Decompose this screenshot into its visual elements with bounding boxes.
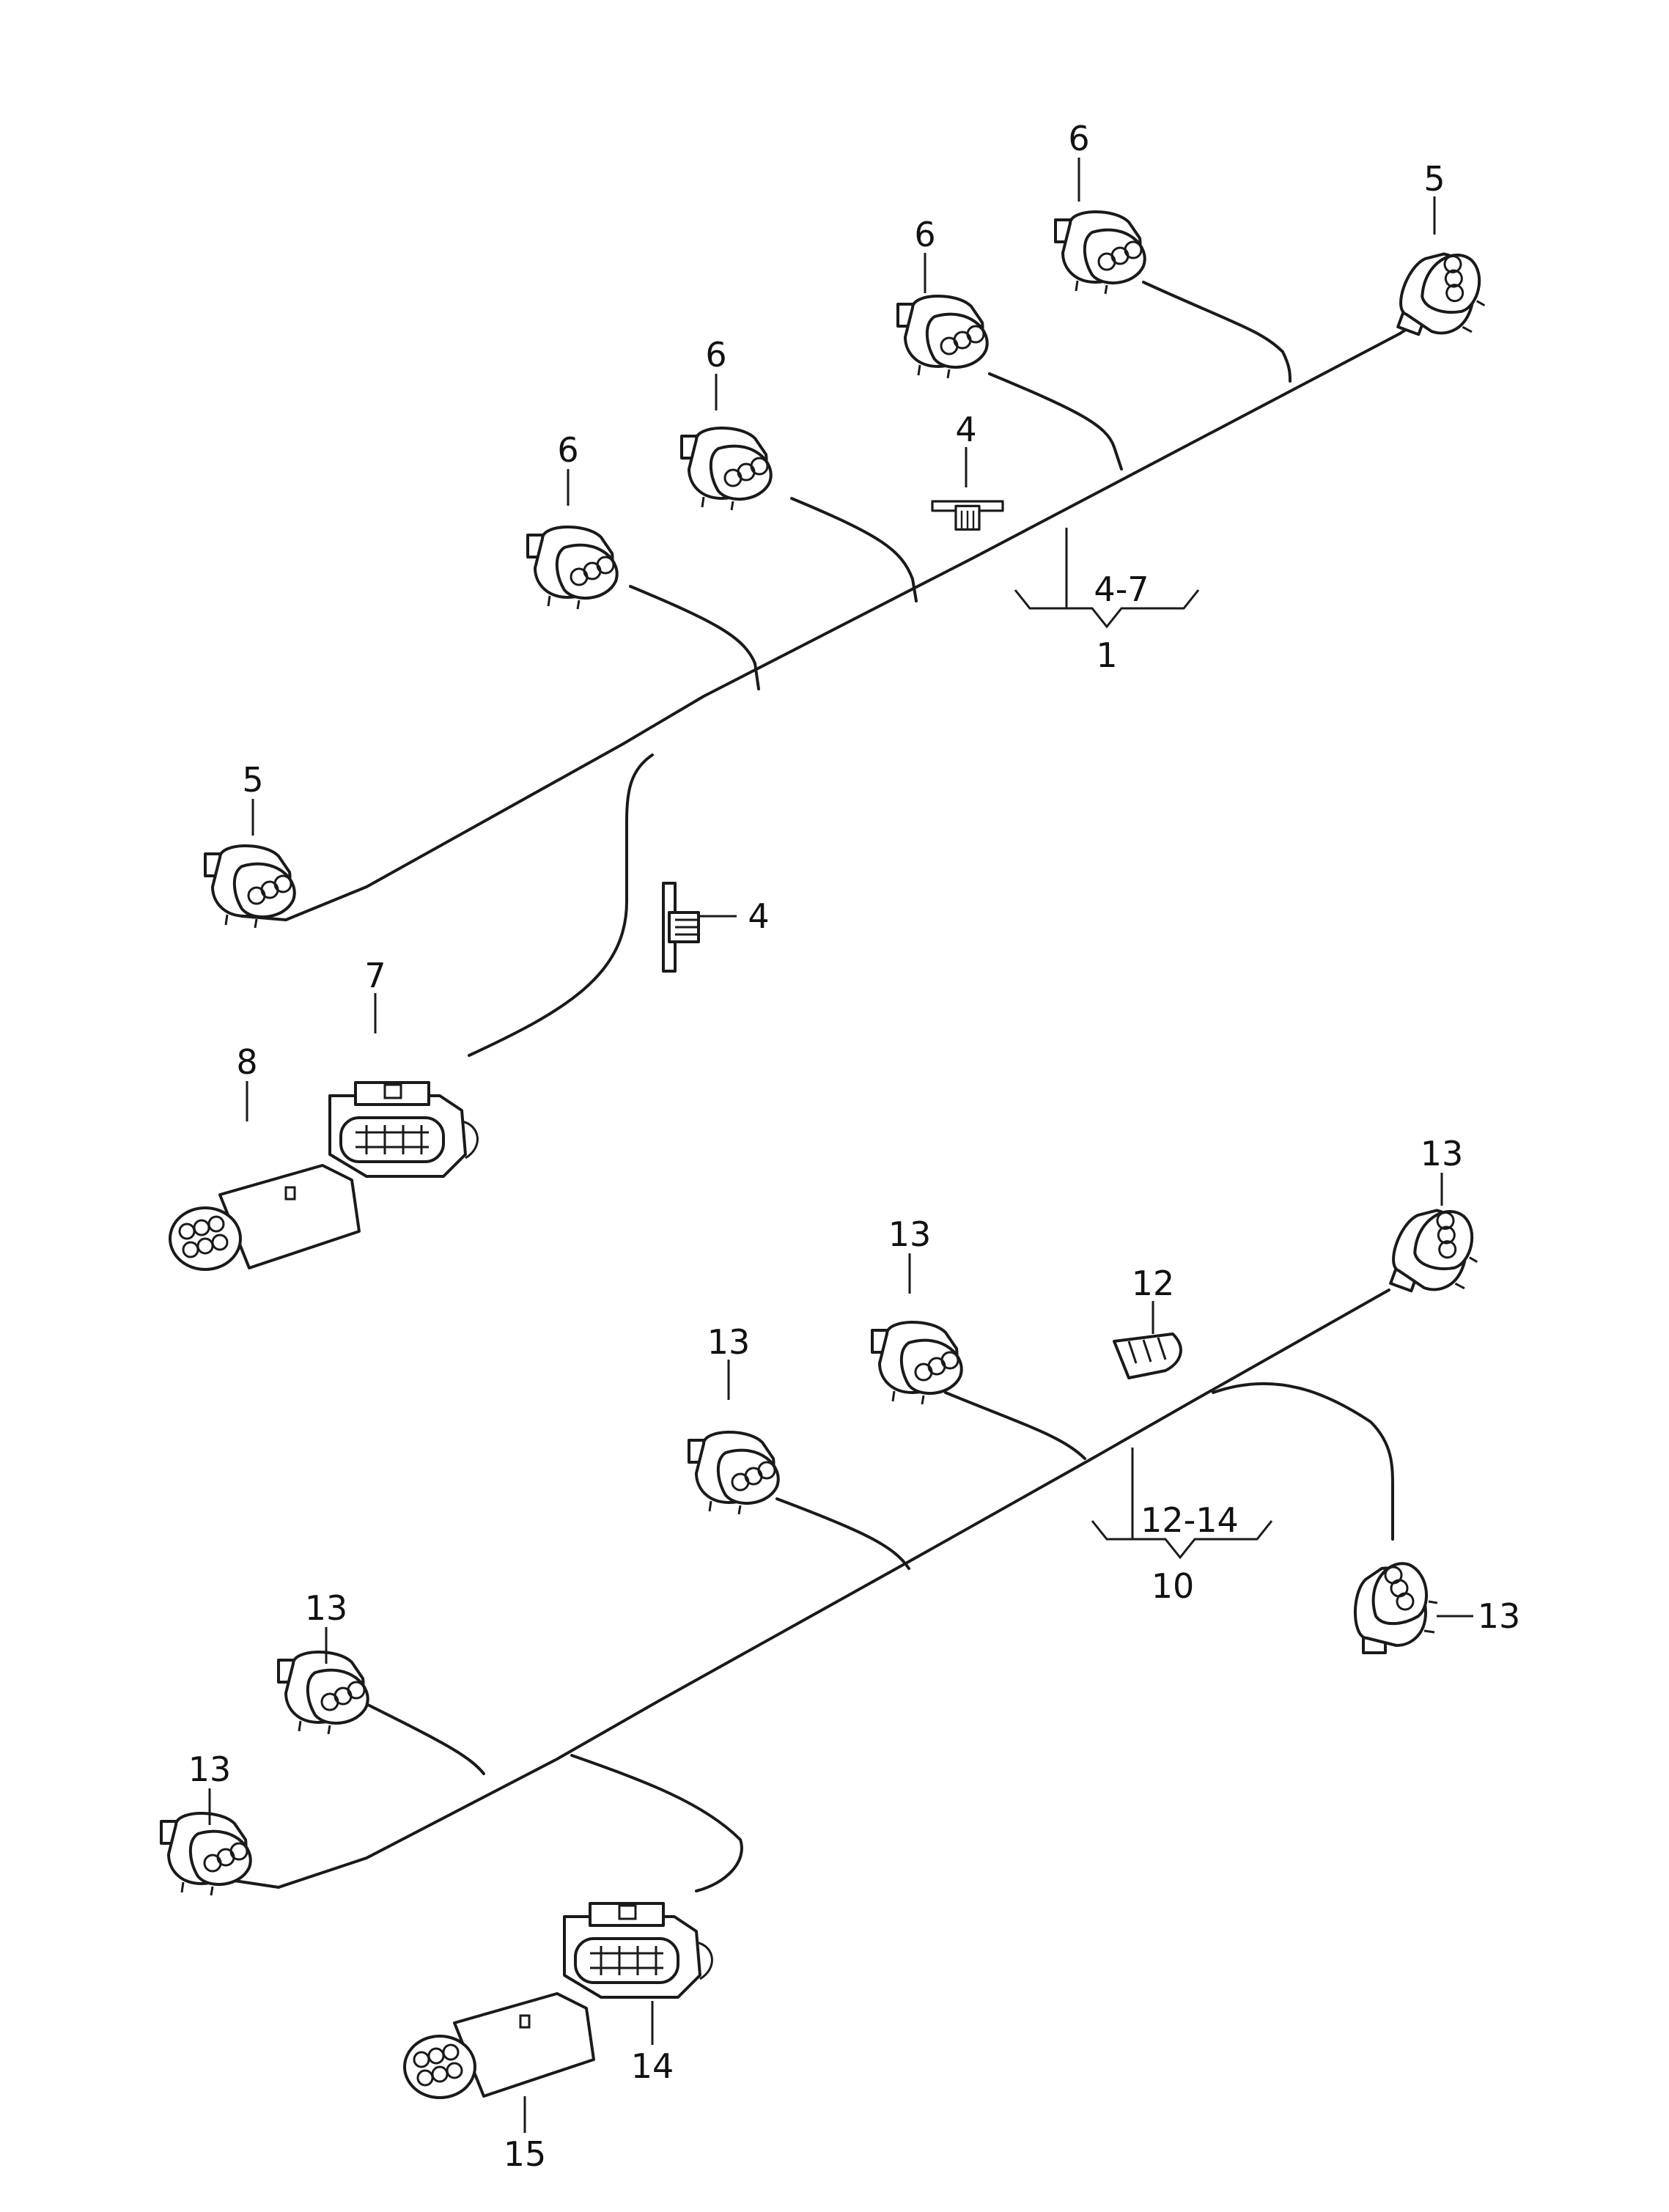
lower-connector-13-c bbox=[688, 1430, 780, 1516]
callout-5: 5 bbox=[242, 760, 263, 800]
leader-lines bbox=[208, 158, 1473, 2133]
callout-7: 7 bbox=[364, 956, 386, 995]
callout-6: 6 bbox=[914, 215, 935, 254]
callout-13: 13 bbox=[707, 1322, 751, 1362]
lower-clip-12 bbox=[1113, 1332, 1182, 1379]
callout-6: 6 bbox=[1068, 119, 1089, 158]
callout-4: 4 bbox=[955, 410, 976, 449]
upper-connector-6-1 bbox=[526, 525, 619, 611]
upper-connector-8 bbox=[169, 1164, 361, 1271]
callout-12: 12 bbox=[1132, 1264, 1175, 1303]
upper-clip-4-side bbox=[662, 882, 700, 973]
lower-connector-15 bbox=[403, 1992, 595, 2099]
upper-connector-7 bbox=[328, 1081, 479, 1178]
lower-harness bbox=[160, 1195, 1492, 2099]
upper-connector-6-4 bbox=[1054, 210, 1146, 295]
callout-13: 13 bbox=[305, 1588, 348, 1628]
upper-connector-5-right bbox=[1388, 238, 1500, 354]
callout-group-range-upper: 4-7 bbox=[1094, 569, 1149, 609]
lower-connector-13-a bbox=[160, 1811, 252, 1897]
callout-labels: 6 5 6 6 6 4 4-7 1 5 4 7 8 13 13 12 13 12… bbox=[188, 119, 1521, 2174]
upper-harness bbox=[169, 210, 1500, 1271]
callout-4: 4 bbox=[748, 896, 769, 936]
callout-13: 13 bbox=[188, 1750, 232, 1789]
upper-clip-4-on-wire bbox=[931, 500, 1004, 531]
lower-connector-13-e bbox=[1381, 1195, 1492, 1310]
callout-5: 5 bbox=[1423, 159, 1445, 199]
callout-14: 14 bbox=[631, 2046, 674, 2086]
callout-15: 15 bbox=[504, 2134, 547, 2174]
lower-connector-13-b bbox=[277, 1650, 369, 1736]
lower-connector-13-f bbox=[1353, 1562, 1439, 1654]
callout-13: 13 bbox=[1421, 1134, 1464, 1173]
callout-6: 6 bbox=[557, 430, 578, 470]
group-bracket-upper bbox=[1014, 528, 1200, 629]
callout-group-main-upper: 1 bbox=[1096, 635, 1117, 675]
callout-6: 6 bbox=[705, 335, 726, 375]
upper-connector-5-left bbox=[204, 844, 296, 929]
group-bracket-lower bbox=[1091, 1448, 1273, 1560]
lower-connector-14 bbox=[563, 1902, 714, 1999]
callout-8: 8 bbox=[236, 1042, 257, 1082]
lower-connector-13-d bbox=[871, 1320, 963, 1406]
callout-group-range-lower: 12-14 bbox=[1141, 1500, 1239, 1540]
upper-connector-6-3 bbox=[896, 294, 989, 380]
callout-13: 13 bbox=[888, 1214, 932, 1254]
callout-group-main-lower: 10 bbox=[1152, 1566, 1195, 1606]
callout-13: 13 bbox=[1478, 1596, 1521, 1636]
upper-connector-6-2 bbox=[680, 426, 773, 512]
